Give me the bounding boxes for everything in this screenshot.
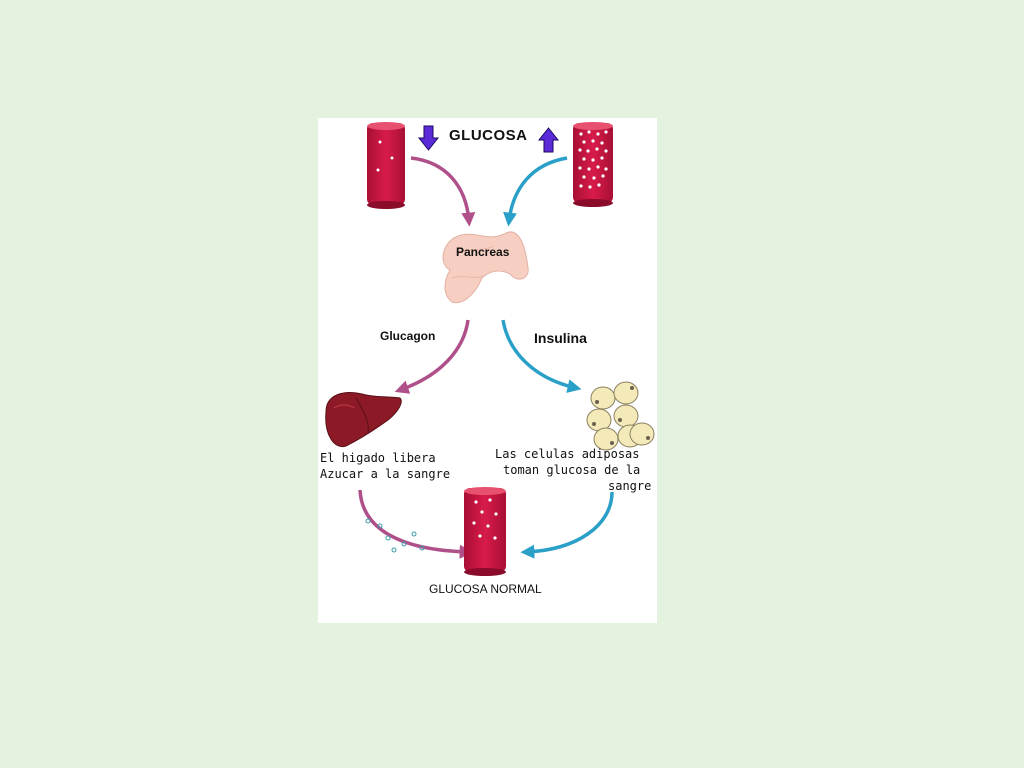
- pancreas-icon: [442, 231, 529, 304]
- diagram-panel: GLUCOSA Pancreas Glucagon Insulina El hi…: [318, 118, 657, 623]
- normal-glucose-vessel-icon: [464, 487, 506, 576]
- normal-glucose-label: GLUCOSA NORMAL: [429, 582, 542, 596]
- fat-cells-icon: [586, 381, 655, 451]
- high-glucose-to-pancreas-arrow: [503, 156, 568, 227]
- glucagon-arrow: [394, 319, 470, 394]
- insulin-arrow: [501, 319, 582, 393]
- glucose-regulation-diagram: [325, 122, 655, 576]
- fat-to-normal-arrow: [520, 491, 614, 559]
- fat-cell-nuclei: [592, 386, 650, 445]
- glucose-particles: [365, 518, 425, 553]
- arrow-down-icon: [417, 125, 440, 151]
- low-glucose-to-pancreas-arrow: [410, 156, 476, 227]
- insulina-label: Insulina: [534, 330, 587, 346]
- fat-caption-line-1: Las celulas adiposas: [495, 447, 640, 461]
- fat-caption-line-2: toman glucosa de la: [503, 463, 641, 477]
- high-glucose-vessel-icon: [573, 122, 613, 207]
- arrow-up-icon: [537, 127, 560, 153]
- liver-caption-line-2: Azucar a la sangre: [320, 467, 451, 481]
- fat-caption-line-3: sangre: [608, 479, 652, 493]
- pancreas-label: Pancreas: [456, 245, 510, 259]
- liver-to-normal-arrow: [358, 489, 474, 559]
- liver-caption-line-1: El higado libera: [320, 451, 436, 465]
- glucagon-label: Glucagon: [380, 329, 436, 343]
- low-glucose-vessel-icon: [367, 122, 405, 209]
- liver-icon: [325, 392, 402, 448]
- glucose-title: GLUCOSA: [449, 127, 528, 144]
